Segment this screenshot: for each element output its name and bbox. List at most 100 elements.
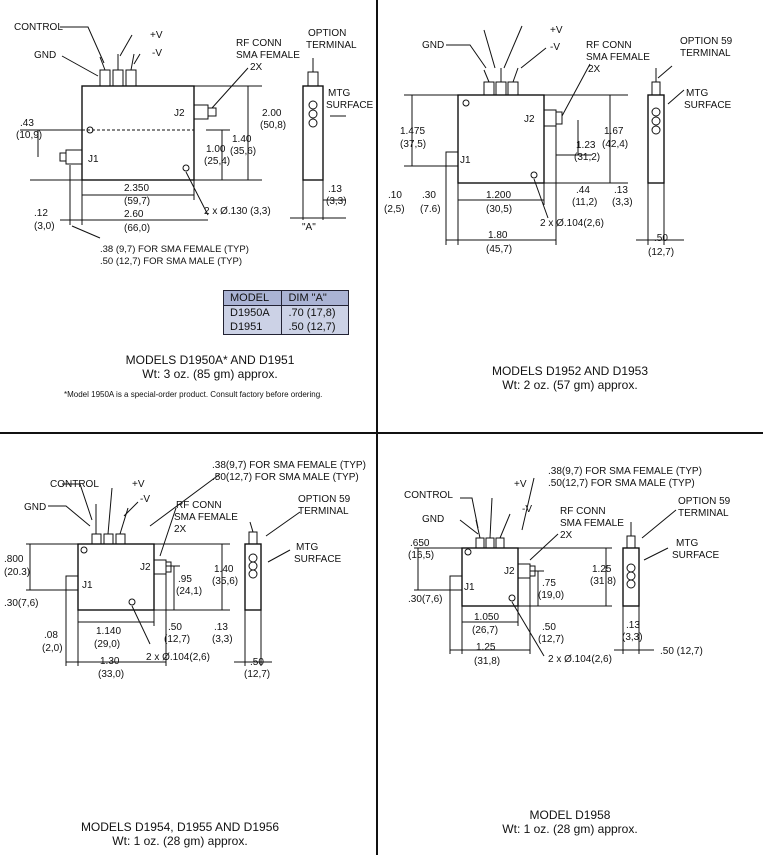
q1-d043: .43 (20, 118, 34, 129)
q3-j2-label: J2 (140, 562, 151, 573)
q2-caption-title: MODELS D1952 AND D1953 (491, 364, 649, 378)
q2-d050: .50 (654, 233, 668, 244)
q2-d180: 1.80 (488, 230, 508, 241)
q3-terminal-label: TERMINAL (298, 506, 349, 517)
q3-option-label: OPTION 59 (298, 494, 351, 505)
q2-caption-weight: Wt: 2 oz. (57 gm) approx. (502, 378, 638, 392)
q2-qty-label: 2X (588, 64, 601, 75)
q1-vminus-label: -V (152, 48, 162, 59)
q3-d095mm: (24,1) (176, 586, 202, 597)
q1-d100mm: (25,4) (204, 156, 230, 167)
q3-drawing: .38(9,7) FOR SMA FEMALE (TYP) .50(12,7) … (4, 460, 366, 680)
q4-control-label: CONTROL (404, 490, 453, 501)
q2-d1475: 1.475 (400, 126, 425, 137)
q1-vplus-label: +V (150, 30, 163, 41)
q4-surface-label: SURFACE (672, 550, 720, 561)
q3-d008: .08 (44, 630, 58, 641)
q2-vplus-label: +V (550, 25, 563, 36)
q1-d012mm: (3,0) (34, 221, 55, 232)
q1-caption: MODELS D1950A* AND D1951 Wt: 3 oz. (85 g… (90, 353, 330, 381)
q4-d125vmm: (31,8) (590, 576, 616, 587)
q4-d050: .50 (542, 622, 556, 633)
q1-caption-title: MODELS D1950A* AND D1951 (125, 353, 295, 367)
q2-d013: .13 (614, 185, 628, 196)
q1-hole: 2 x Ø.130 (3,3) (204, 206, 271, 217)
q2-d030: .30 (422, 190, 436, 201)
q1-gnd-label: GND (34, 50, 56, 61)
q4-d125mm: (31,8) (474, 656, 500, 667)
q1-body (81, 85, 195, 181)
q3-d050bmm: (12,7) (244, 669, 270, 680)
q3-qty-label: 2X (174, 524, 187, 535)
q1-d012: .12 (34, 208, 48, 219)
q1-surface-label: SURFACE (326, 100, 374, 111)
q1-dim-a: "A" (302, 222, 316, 233)
q3-d140: 1.40 (214, 564, 234, 575)
q3-gnd-label: GND (24, 502, 46, 513)
q2-rfconn-label: RF CONN (586, 40, 632, 51)
q2-terminal-label: TERMINAL (680, 48, 731, 59)
q2-d1475mm: (37,5) (400, 139, 426, 150)
q2-smafemale-label: SMA FEMALE (586, 52, 650, 63)
q2-j2-label: J2 (524, 114, 535, 125)
q3-mtg-label: MTG (296, 542, 318, 553)
q1-footnote: *Model 1950A is a special-order product.… (64, 390, 323, 399)
q3-vplus-label: +V (132, 479, 145, 490)
q3-smafemale-label: SMA FEMALE (174, 512, 238, 523)
q4-d125: 1.25 (476, 642, 496, 653)
q3-d008mm: (2,0) (42, 643, 63, 654)
q3-caption-weight: Wt: 1 oz. (28 gm) approx. (112, 834, 248, 848)
q4-d1050: 1.050 (474, 612, 499, 623)
q1-terminal-label: TERMINAL (306, 40, 357, 51)
q2-d180mm: (45,7) (486, 244, 512, 255)
q4-mtg-label: MTG (676, 538, 698, 549)
q4-vplus-label: +V (514, 479, 527, 490)
q1-d2350: 2.350 (124, 183, 149, 194)
q3-j1-label: J1 (82, 580, 93, 591)
q2-hole: 2 x Ø.104(2,6) (540, 218, 604, 229)
q3-sma-female-typ: .38(9,7) FOR SMA FEMALE (TYP) (212, 460, 366, 471)
q3-d050b: .50 (250, 657, 264, 668)
q4-d013mm: (3,3) (622, 632, 643, 643)
q2-j1-label: J1 (460, 155, 471, 166)
q1-j1-label: J1 (88, 154, 99, 165)
q1-j2-label: J2 (174, 108, 185, 119)
q2-mtg-label: MTG (686, 88, 708, 99)
q2-d010: .10 (388, 190, 402, 201)
q4-j2-label: J2 (504, 566, 515, 577)
q2-d123mm: (31,2) (574, 152, 600, 163)
q3-body (77, 543, 155, 611)
q1-dim-table: MODEL DIM "A" D1950A .70 (17,8) D1951 .5… (223, 290, 349, 335)
q3-d095: .95 (178, 574, 192, 585)
q4-d075mm: (19,0) (538, 590, 564, 601)
q4-terminal-label: TERMINAL (678, 508, 729, 519)
q4-option-label: OPTION 59 (678, 496, 731, 507)
q1-qty-label: 2X (250, 62, 263, 73)
q4-gnd-label: GND (422, 514, 444, 525)
q1-d260: 2.60 (124, 209, 144, 220)
q2-surface-label: SURFACE (684, 100, 732, 111)
q4-sma-male-typ: .50(12,7) FOR SMA MALE (TYP) (548, 478, 695, 489)
q4-rfconn-label: RF CONN (560, 506, 606, 517)
q2-d044mm: (11,2) (572, 197, 597, 208)
horizontal-divider (0, 432, 763, 434)
q3-d013: .13 (214, 622, 228, 633)
q1-mtg-label: MTG (328, 88, 350, 99)
q2-d1200: 1.200 (486, 190, 511, 201)
q1-smafemale-label: SMA FEMALE (236, 50, 300, 61)
q4-vminus-label: -V (522, 504, 532, 515)
q3-d140mm: (35,6) (212, 576, 238, 587)
q3-rfconn-label: RF CONN (176, 500, 222, 511)
q1-dim-table-header: MODEL DIM "A" (223, 290, 349, 306)
q1-dim-table-row: D1950A .70 (17,8) (224, 305, 349, 320)
q2-d050mm: (12,7) (648, 247, 674, 258)
q1-sma-male-typ: .50 (12,7) FOR SMA MALE (TYP) (100, 256, 242, 267)
q2-d123: 1.23 (576, 140, 596, 151)
q4-caption-title: MODEL D1958 (529, 808, 611, 822)
q2-gnd-label: GND (422, 40, 444, 51)
q1-dim-table-cell: D1951 (230, 321, 263, 333)
q4-d1050mm: (26,7) (472, 625, 498, 636)
q4-side-view (622, 547, 640, 607)
q2-d167: 1.67 (604, 126, 624, 137)
q3-d130mm: (33,0) (98, 669, 124, 680)
